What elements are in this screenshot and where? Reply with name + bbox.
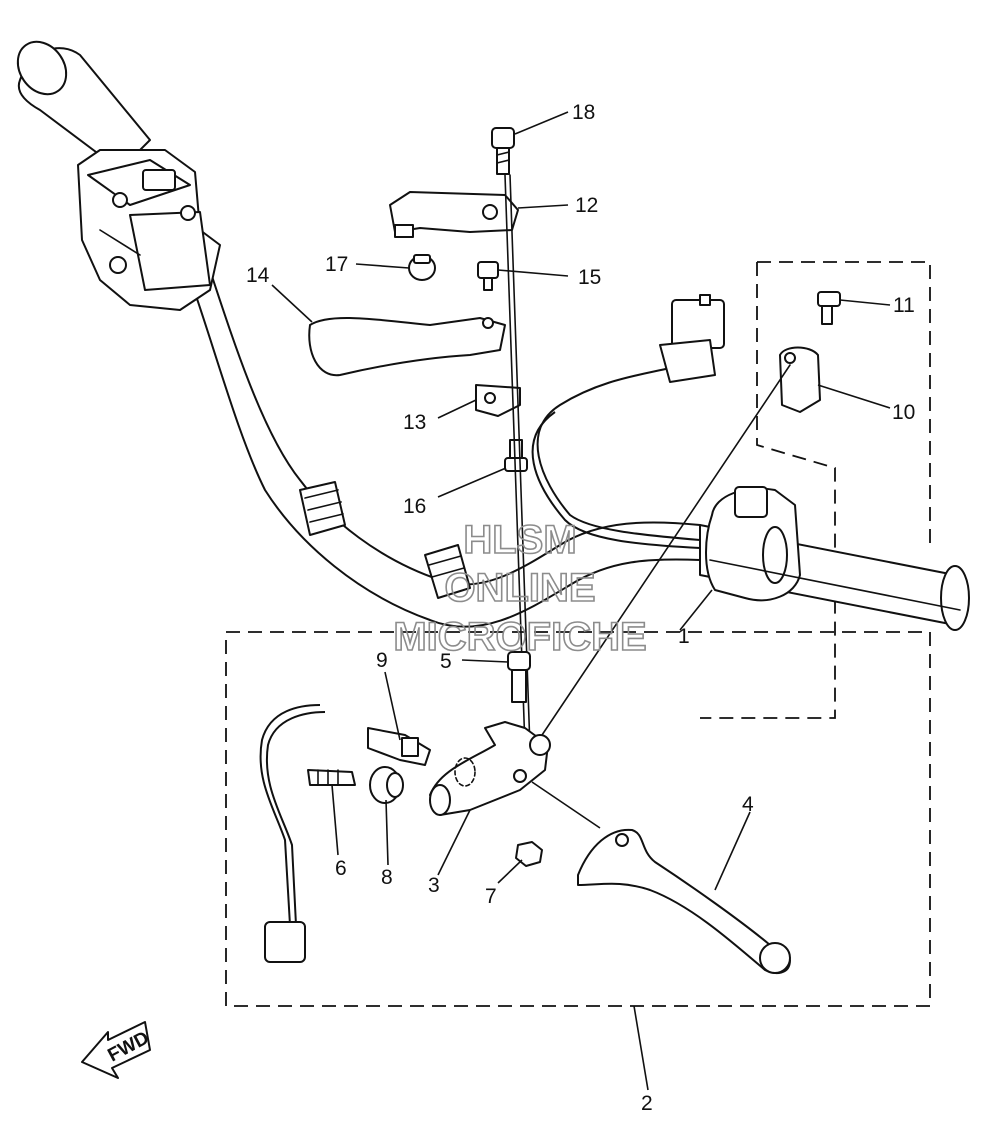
callout-8: 8 — [381, 866, 393, 889]
watermark-line-2: ONLINE — [444, 566, 595, 610]
callout-5: 5 — [440, 650, 452, 673]
callout-4: 4 — [742, 793, 754, 816]
part-4-clutch-lever — [577, 828, 791, 974]
callout-9: 9 — [376, 649, 388, 672]
part-7-nut — [515, 841, 543, 867]
assembly-box-lever — [225, 631, 931, 1007]
part-5-bolt — [507, 651, 531, 703]
part-11-screw — [817, 291, 841, 325]
handlebar — [16, 40, 970, 631]
part-6-adjuster — [307, 769, 356, 786]
callout-7: 7 — [485, 885, 497, 908]
assembly-box-switch — [700, 261, 931, 719]
switch-harness — [531, 294, 725, 549]
part-3-lever-holder — [429, 721, 551, 816]
part-1-switch — [705, 486, 961, 611]
part-16-screw — [504, 439, 528, 472]
callout-14: 14 — [246, 264, 270, 287]
callout-15: 15 — [578, 266, 601, 289]
callout-18: 18 — [572, 101, 595, 124]
callout-11: 11 — [893, 294, 915, 317]
part-17-cap — [408, 254, 436, 281]
part-10-clamp — [779, 346, 821, 413]
part-12-holder — [389, 191, 519, 238]
assembly-line-clamp — [539, 364, 791, 739]
part-15-screw — [477, 261, 499, 291]
callout-17: 17 — [325, 253, 348, 276]
fwd-arrow-icon: FWD — [81, 1021, 153, 1079]
part-9-switch-cable — [259, 704, 431, 963]
master-cylinder — [77, 149, 221, 311]
part-13-plate — [475, 384, 521, 417]
callout-6: 6 — [335, 857, 347, 880]
watermark: HLSM ONLINE MICROFICHE — [393, 517, 648, 660]
callout-12: 12 — [575, 194, 598, 217]
callout-13: 13 — [403, 411, 426, 434]
callout-16: 16 — [403, 495, 426, 518]
watermark-line-3: MICROFICHE — [393, 615, 646, 659]
callout-numbers: 18 12 17 15 14 11 10 13 16 1 5 9 4 6 8 3… — [246, 101, 915, 1115]
callout-10: 10 — [892, 401, 915, 424]
callout-1: 1 — [678, 625, 690, 648]
part-18-bolt — [491, 127, 515, 175]
leader-lines — [271, 111, 891, 1091]
callout-3: 3 — [428, 874, 440, 897]
part-14-lever — [308, 316, 506, 377]
watermark-line-1: HLSM — [463, 518, 576, 562]
part-8-locknut — [369, 766, 404, 804]
callout-2: 2 — [641, 1092, 653, 1115]
